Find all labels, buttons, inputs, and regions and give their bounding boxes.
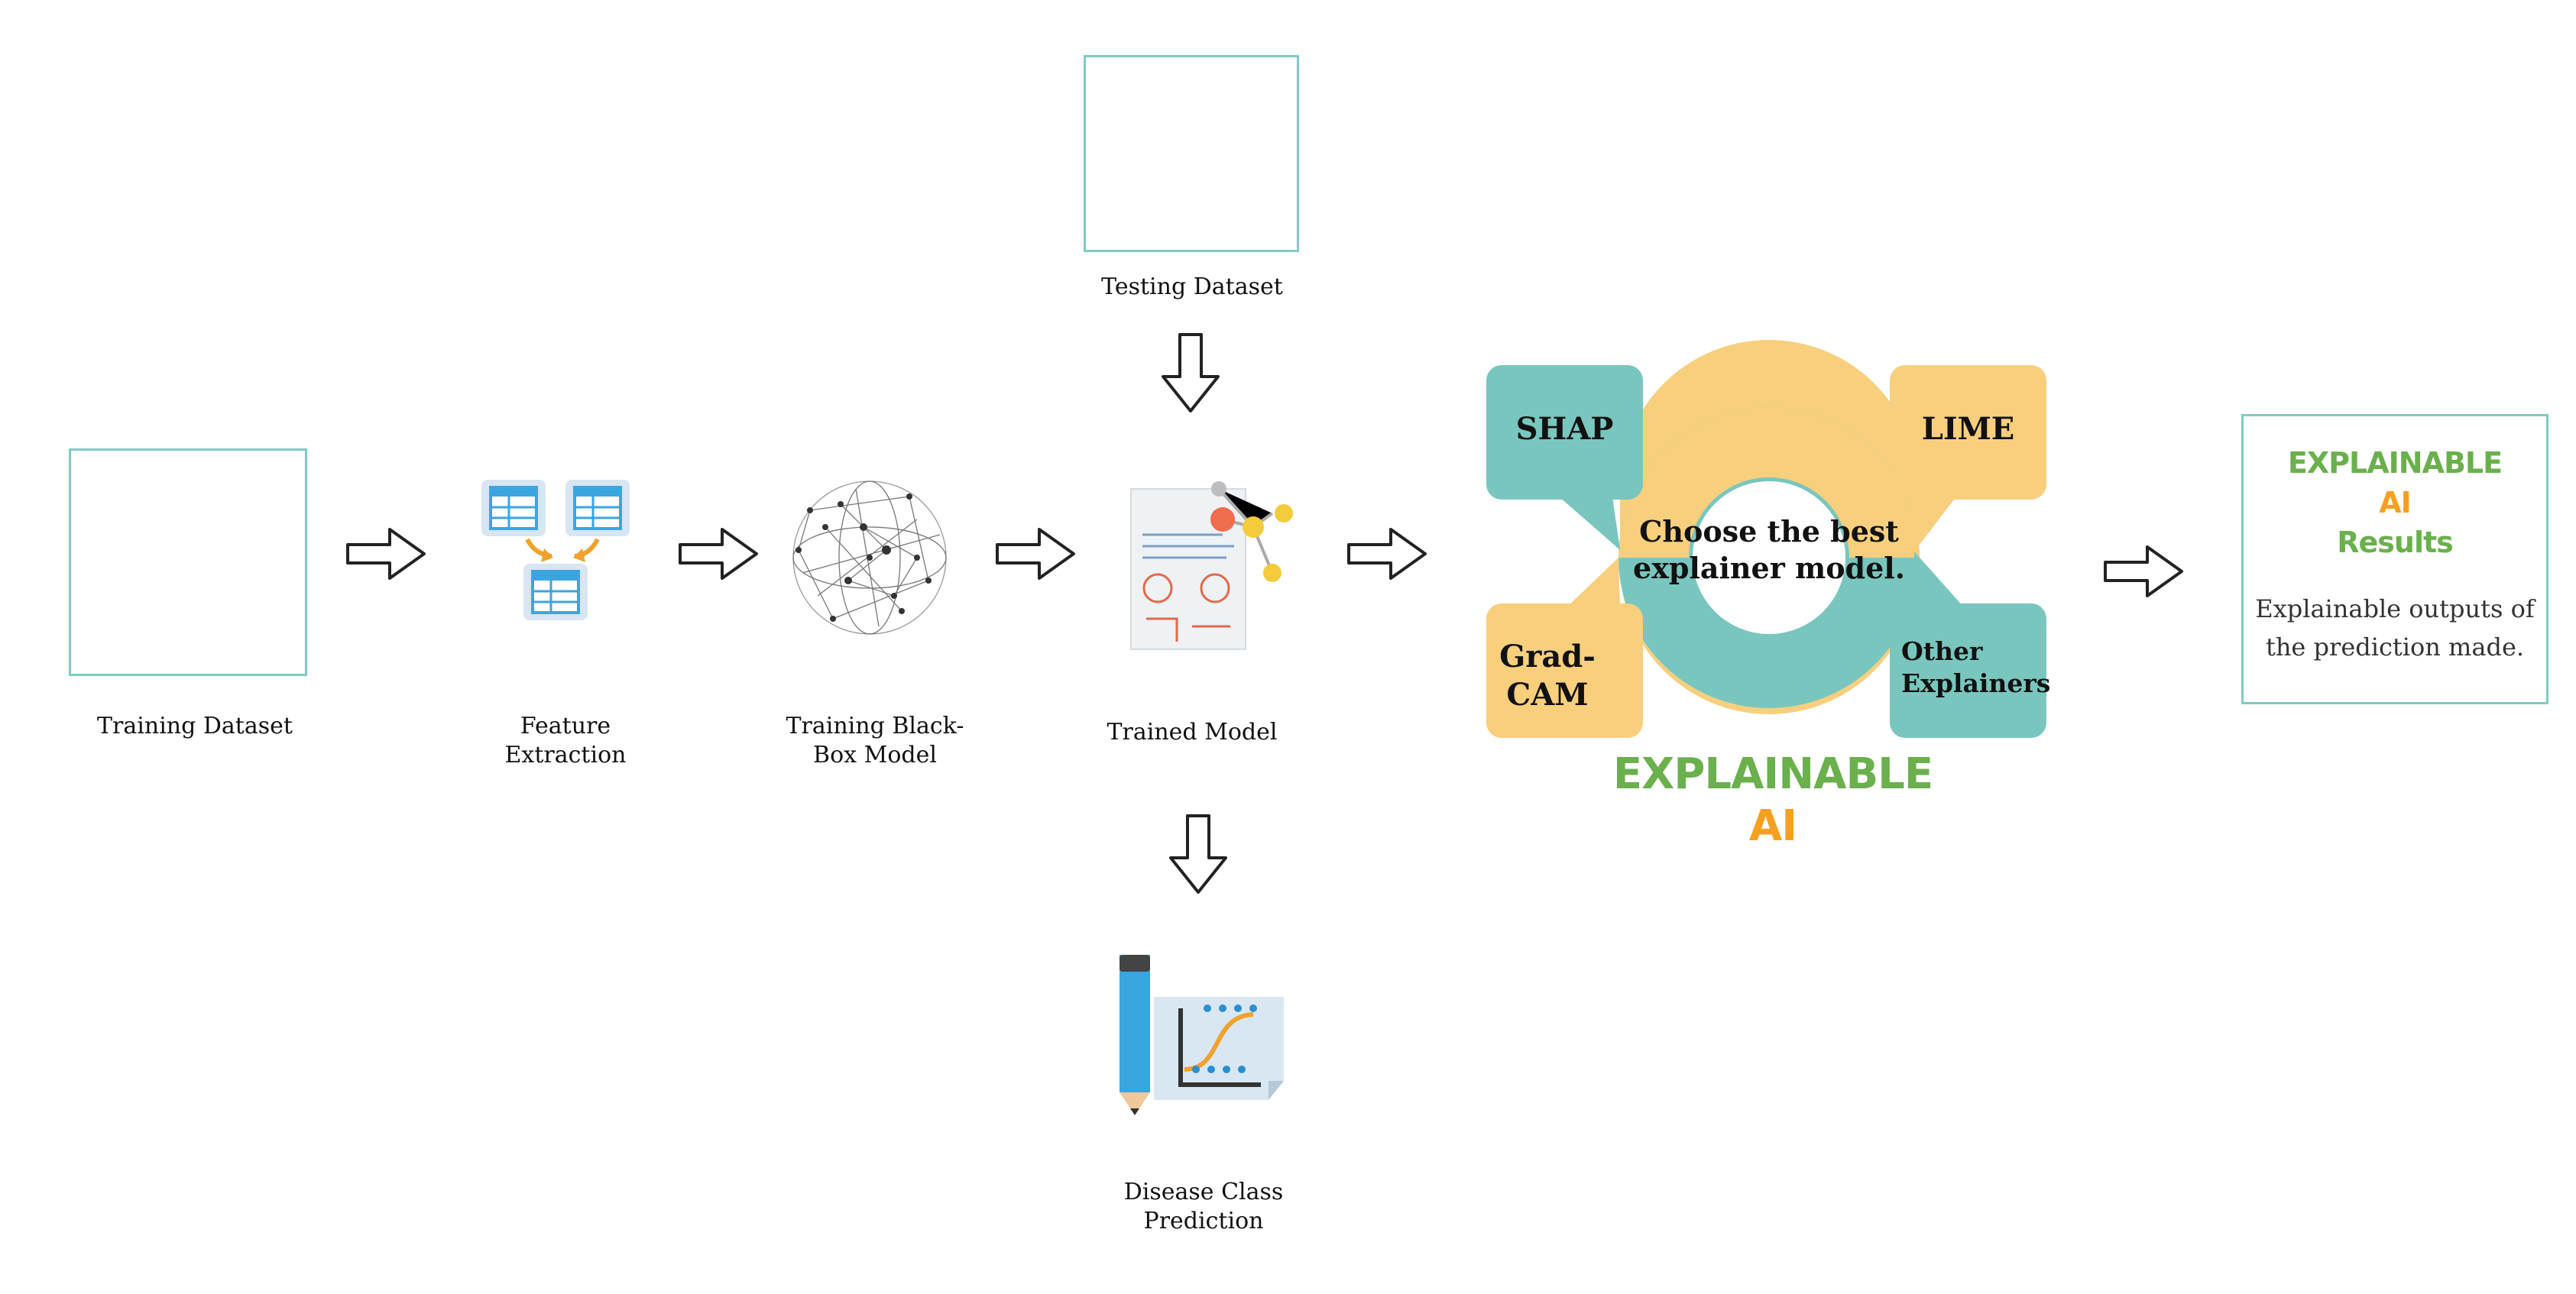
pencil-chart-icon [1120,955,1284,1115]
feature-extraction-label: Feature Extraction [458,712,672,770]
shap-bubble [1486,365,1643,550]
center-line2: explainer model. [1633,551,1905,585]
arrow-right-icon [996,528,1075,580]
gradcam-label: Grad- CAM [1486,638,1609,714]
neural-network-icon [792,480,947,635]
results-desc-line1: Explainable outputs of [2255,594,2535,623]
prediction-line1: Disease Class [1123,1179,1284,1205]
results-title-line3: Results [2337,526,2454,559]
center-line1: Choose the best [1639,514,1899,548]
training-dataset-box [69,448,307,676]
other-explainers-label: Other Explainers [1890,636,2054,700]
results-box [2241,414,2548,704]
gradcam-bubble [1486,558,1643,738]
xai-title-line1: EXPLAINABLE [1612,749,1933,799]
gradcam-line1: Grad- [1499,639,1596,674]
trained-model-label: Trained Model [1107,719,1278,746]
results-title: EXPLAINABLE AI Results [2241,443,2548,562]
arrow-down-icon [1169,814,1227,894]
xai-title: EXPLAINABLE AI [1612,749,1933,852]
xai-title-line2: AI [1748,801,1797,851]
arrow-right-icon [2104,545,2183,597]
prediction-label: Disease Class Prediction [1085,1178,1322,1236]
arrow-right-icon [346,528,426,580]
feature-extraction-line1: Feature [520,713,611,739]
prediction-line2: Prediction [1143,1208,1264,1234]
black-box-line1: Training Black- [786,713,964,739]
arrow-down-icon [1162,333,1220,412]
lime-bubble [1890,365,2046,552]
results-title-line2: AI [2379,486,2412,519]
xai-center-text: Choose the best explainer model. [1628,513,1910,587]
testing-dataset-label: Testing Dataset [1101,273,1283,300]
results-desc-line2: the prediction made. [2265,632,2525,662]
shap-label: SHAP [1515,411,1614,447]
lime-label: LIME [1921,411,2015,447]
results-title-line1: EXPLAINABLE [2287,446,2503,480]
gradcam-line2: CAM [1506,677,1589,713]
xai-ring [1619,340,1920,714]
results-description: Explainable outputs of the prediction ma… [2241,590,2548,666]
other-explainers-bubble [1890,552,2046,738]
table-icon [480,478,631,622]
black-box-label: Training Black- Box Model [764,712,986,770]
testing-dataset-box [1084,55,1299,252]
arrow-right-icon [1347,528,1427,580]
other-line1: Other [1901,636,1983,666]
formula-molecule-icon [1130,481,1293,650]
other-line2: Explainers [1901,668,2051,698]
black-box-line2: Box Model [813,742,937,768]
feature-extraction-line2: Extraction [504,742,627,768]
arrow-right-icon [679,528,758,580]
training-dataset-label: Training Dataset [97,713,293,739]
